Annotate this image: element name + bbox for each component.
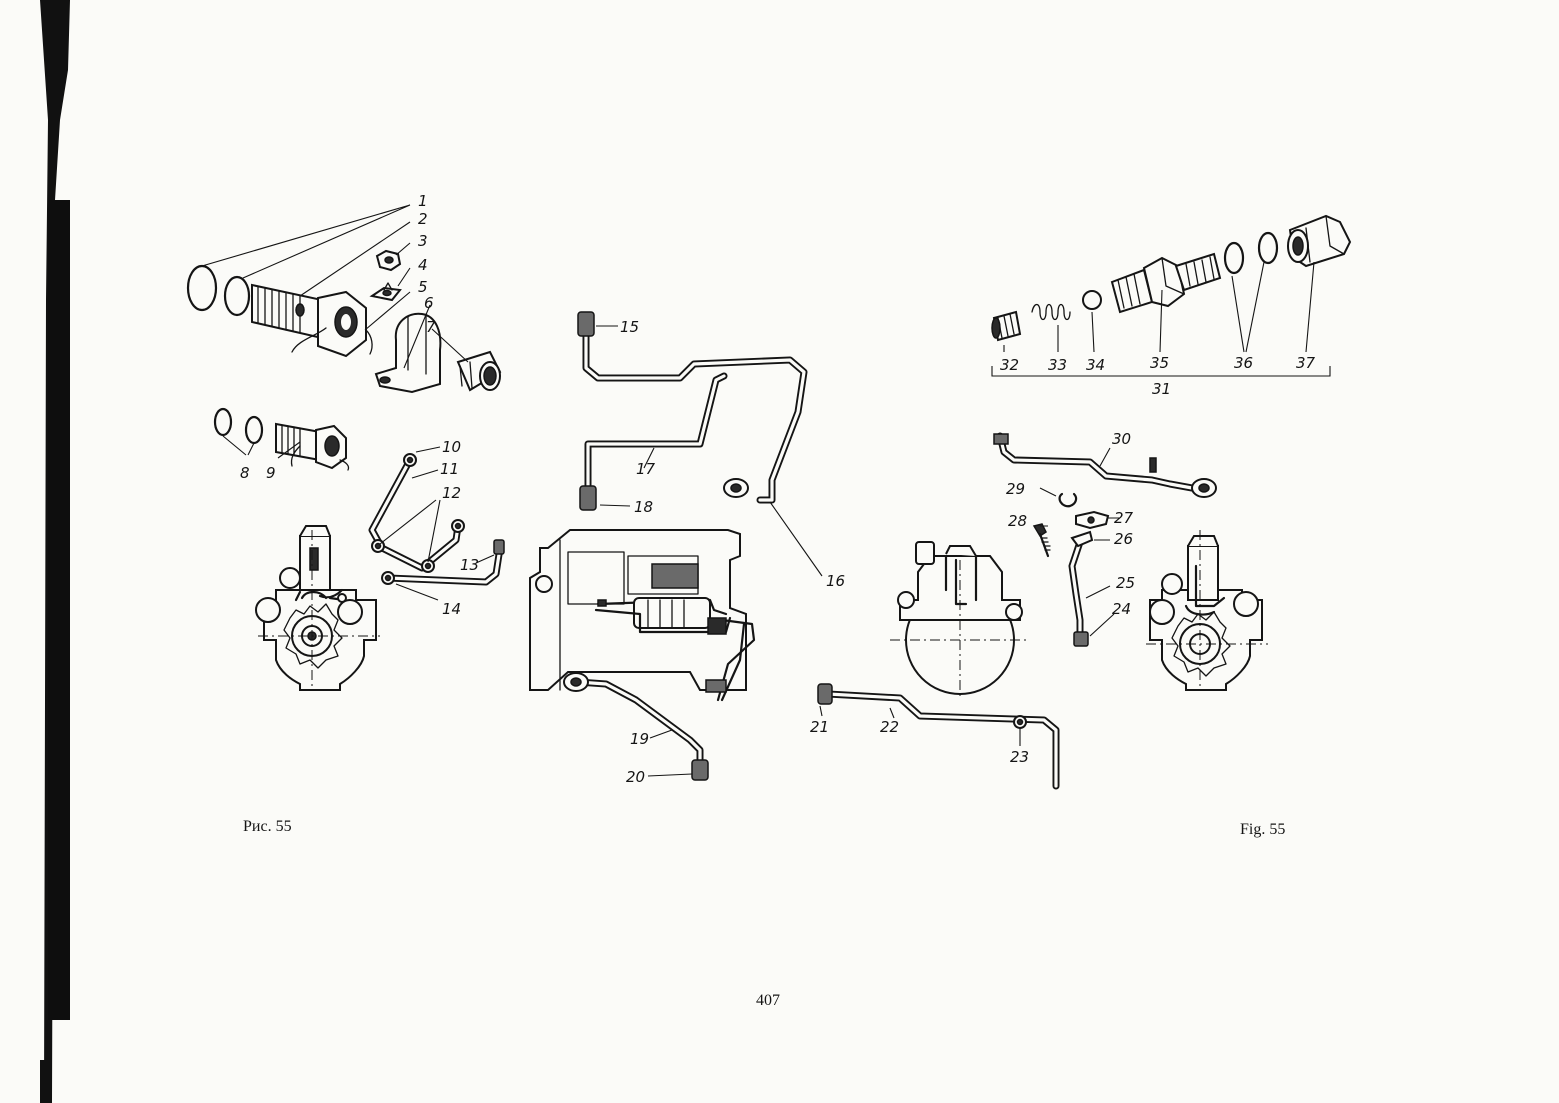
callout-6: 6 xyxy=(424,294,434,312)
gasket-27 xyxy=(1075,510,1110,530)
ring-seals-36 xyxy=(1223,231,1279,275)
valve-body-35 xyxy=(1110,252,1222,314)
callout-1: 1 xyxy=(418,192,428,210)
callout-24: 24 xyxy=(1112,600,1131,618)
clamp-6 xyxy=(374,312,442,394)
pipe-21-23 xyxy=(817,683,1060,790)
leaders-10-14 xyxy=(379,446,495,601)
callout-26: 26 xyxy=(1114,530,1133,548)
pipe-13-14 xyxy=(381,539,505,586)
callout-16: 16 xyxy=(826,572,845,590)
binding-shadow xyxy=(40,0,70,1103)
leaders-8-9 xyxy=(222,435,301,459)
ball-34 xyxy=(1082,290,1102,310)
banjo-bolt-2 xyxy=(251,283,373,358)
leaders-24-30 xyxy=(1039,447,1120,637)
leaders-21-23 xyxy=(819,705,1021,746)
ring-seal-1a xyxy=(186,264,218,312)
banjo-bolt-9 xyxy=(275,422,350,471)
union-nut-37 xyxy=(1287,214,1352,268)
pipe-19-20 xyxy=(563,672,709,781)
callout-28: 28 xyxy=(1008,512,1027,530)
callout-29: 29 xyxy=(1006,480,1025,498)
callout-33: 33 xyxy=(1048,356,1067,374)
pipe-15-16 xyxy=(577,311,808,504)
callout-20: 20 xyxy=(626,768,645,786)
callout-9: 9 xyxy=(266,464,276,482)
callout-14: 14 xyxy=(442,600,461,618)
leaders-19-20 xyxy=(647,729,693,777)
callout-12: 12 xyxy=(442,484,461,502)
figure-caption-ru: Рис. 55 xyxy=(243,818,292,835)
pipe-10-11 xyxy=(368,453,465,573)
ring-seals-8 xyxy=(213,407,264,445)
callout-5: 5 xyxy=(418,278,428,296)
engine-rear-view xyxy=(890,541,1030,700)
callout-37: 37 xyxy=(1296,354,1316,372)
leaders-15-18 xyxy=(596,325,823,577)
callout-34: 34 xyxy=(1086,356,1105,374)
callout-27: 27 xyxy=(1114,509,1134,527)
spring-33 xyxy=(1031,303,1071,321)
engine-side-view xyxy=(529,529,756,702)
figure-caption-en: Fig. 55 xyxy=(1240,821,1286,838)
leaders-32-37 xyxy=(1003,261,1315,353)
callout-7: 7 xyxy=(426,318,436,336)
filter-32 xyxy=(991,310,1022,342)
callout-10: 10 xyxy=(442,438,461,456)
callout-19: 19 xyxy=(630,730,649,748)
clip-29 xyxy=(1058,492,1078,508)
callout-2: 2 xyxy=(418,210,428,228)
callout-35: 35 xyxy=(1150,354,1169,372)
callout-8: 8 xyxy=(240,464,250,482)
bracket-31 xyxy=(991,366,1331,377)
page-number: 407 xyxy=(756,992,780,1009)
bolt-28 xyxy=(1032,523,1051,558)
callout-30: 30 xyxy=(1112,430,1131,448)
ring-seal-1b xyxy=(223,275,251,317)
callout-13: 13 xyxy=(460,556,479,574)
callout-31: 31 xyxy=(1152,380,1171,398)
callout-22: 22 xyxy=(880,718,899,736)
callout-25: 25 xyxy=(1116,574,1135,592)
callout-18: 18 xyxy=(634,498,653,516)
pipe-30 xyxy=(993,432,1217,498)
leaders-1-7 xyxy=(201,204,469,369)
pipe-25-26 xyxy=(1068,530,1094,647)
callout-17: 17 xyxy=(636,460,656,478)
callout-21: 21 xyxy=(810,718,829,736)
pipe-17-18 xyxy=(579,372,728,511)
callout-32: 32 xyxy=(1000,356,1019,374)
sleeve-7 xyxy=(456,350,502,392)
callout-3: 3 xyxy=(418,232,428,250)
callout-11: 11 xyxy=(440,460,459,478)
callout-23: 23 xyxy=(1010,748,1029,766)
washer-4 xyxy=(369,282,402,302)
nut-3 xyxy=(375,249,402,272)
engine-front-view-left xyxy=(255,525,380,691)
engine-front-view-right xyxy=(1146,530,1268,691)
callout-15: 15 xyxy=(620,318,639,336)
callout-36: 36 xyxy=(1234,354,1253,372)
callout-4: 4 xyxy=(418,256,428,274)
